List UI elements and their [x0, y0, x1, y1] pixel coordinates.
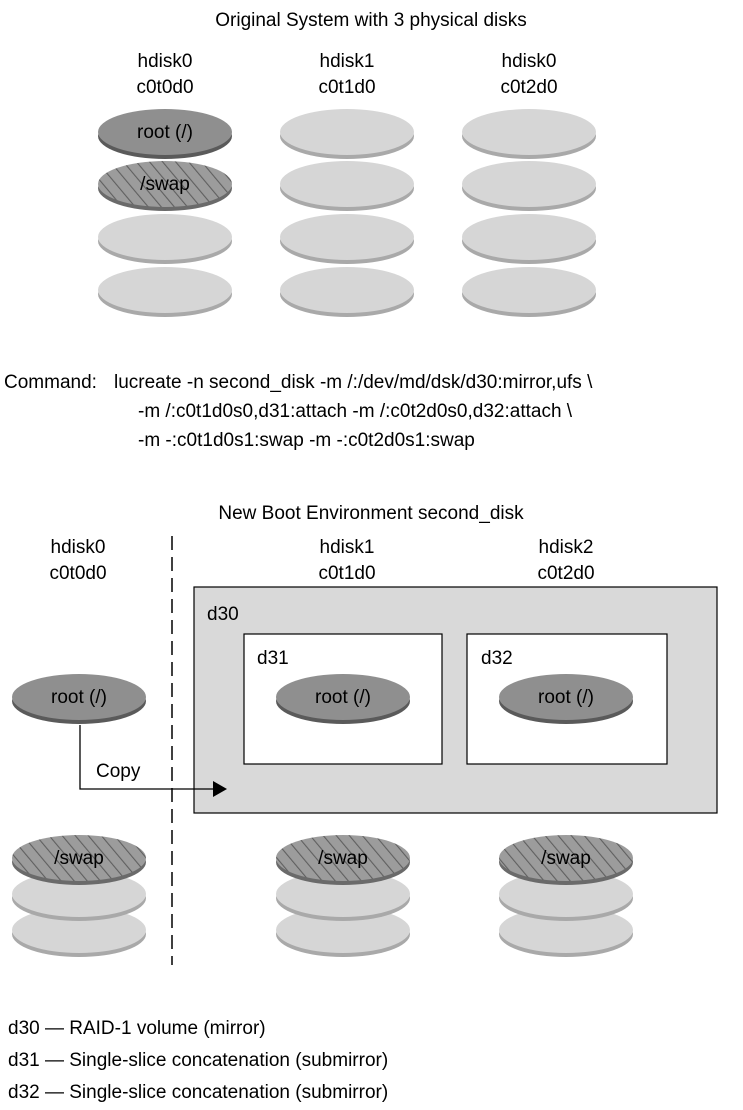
command-line-1: lucreate -n second_disk -m /:/dev/md/dsk…	[114, 372, 593, 393]
root-slice-label: root (/)	[315, 687, 371, 708]
legend-item-d32: d32 — Single-slice concatenation (submir…	[8, 1082, 388, 1103]
new-boot-environment-title: New Boot Environment second_disk	[218, 503, 524, 524]
disk-slice	[280, 109, 414, 159]
root-slice-hdisk0: root (/)	[12, 674, 146, 724]
disk-slice	[462, 161, 596, 211]
slice-label: root (/)	[137, 122, 193, 143]
disk-slice	[462, 214, 596, 264]
new-hdisk2-device: c0t2d0	[537, 563, 594, 584]
legend: d30 — RAID-1 volume (mirror) d31 — Singl…	[8, 1018, 388, 1103]
slice-label: /swap	[54, 848, 104, 869]
disk-slice	[280, 267, 414, 317]
slice-label: /swap	[140, 174, 190, 195]
disk-slice	[499, 871, 633, 921]
d32-label: d32	[481, 648, 513, 669]
disk-slice	[499, 907, 633, 957]
swap-slice: /swap	[12, 835, 146, 885]
legend-item-d30: d30 — RAID-1 volume (mirror)	[8, 1018, 266, 1039]
slice-label: /swap	[541, 848, 591, 869]
disk-device-label: c0t2d0	[500, 77, 557, 98]
root-slice: root (/)	[98, 109, 232, 159]
original-system-title: Original System with 3 physical disks	[215, 10, 527, 31]
swap-stack-hdisk0: /swap	[12, 835, 146, 957]
original-disk-hdisk0: hdisk0 c0t0d0 /swap root (/)	[98, 51, 232, 317]
swap-stack-hdisk2: /swap	[499, 835, 633, 957]
command-line-3: -m -:c0t1d0s1:swap -m -:c0t2d0s1:swap	[138, 430, 475, 451]
new-hdisk2-name: hdisk2	[539, 537, 594, 558]
swap-slice: /swap	[276, 835, 410, 885]
swap-slice: /swap	[499, 835, 633, 885]
copy-arrow: Copy	[79, 725, 227, 797]
disk-slice	[12, 871, 146, 921]
disk-name-label: hdisk0	[138, 51, 193, 72]
root-slice-label: root (/)	[51, 687, 107, 708]
root-slice-label: root (/)	[538, 687, 594, 708]
d31-label: d31	[257, 648, 289, 669]
new-hdisk0-device: c0t0d0	[49, 563, 106, 584]
d30-label: d30	[207, 604, 239, 625]
slice-label: /swap	[318, 848, 368, 869]
disk-slice	[280, 161, 414, 211]
disk-device-label: c0t0d0	[136, 77, 193, 98]
disk-name-label: hdisk0	[502, 51, 557, 72]
disk-slice	[276, 907, 410, 957]
original-disk-c0t2d0: hdisk0 c0t2d0	[462, 51, 596, 317]
copy-label: Copy	[96, 761, 141, 782]
disk-slice	[462, 109, 596, 159]
command-block: Command: lucreate -n second_disk -m /:/d…	[4, 372, 593, 451]
swap-slice: /swap	[98, 161, 232, 211]
command-prefix: Command:	[4, 372, 97, 393]
disk-slice	[98, 267, 232, 317]
swap-stack-hdisk1: /swap	[276, 835, 410, 957]
root-slice-d31: root (/)	[276, 674, 410, 724]
new-hdisk1-device: c0t1d0	[318, 563, 375, 584]
original-disks: hdisk0 c0t0d0 /swap root (/) hdisk1 c0t1d…	[98, 51, 596, 317]
root-slice-d32: root (/)	[499, 674, 633, 724]
legend-item-d31: d31 — Single-slice concatenation (submir…	[8, 1050, 388, 1071]
disk-slice	[12, 907, 146, 957]
disk-slice	[462, 267, 596, 317]
disk-slice	[280, 214, 414, 264]
command-line-2: -m /:c0t1d0s0,d31:attach -m /:c0t2d0s0,d…	[138, 401, 573, 422]
disk-name-label: hdisk1	[320, 51, 375, 72]
disk-device-label: c0t1d0	[318, 77, 375, 98]
disk-slice	[98, 214, 232, 264]
new-hdisk1-name: hdisk1	[320, 537, 375, 558]
new-hdisk0-name: hdisk0	[51, 537, 106, 558]
disk-slice	[276, 871, 410, 921]
original-disk-hdisk1: hdisk1 c0t1d0	[280, 51, 414, 317]
